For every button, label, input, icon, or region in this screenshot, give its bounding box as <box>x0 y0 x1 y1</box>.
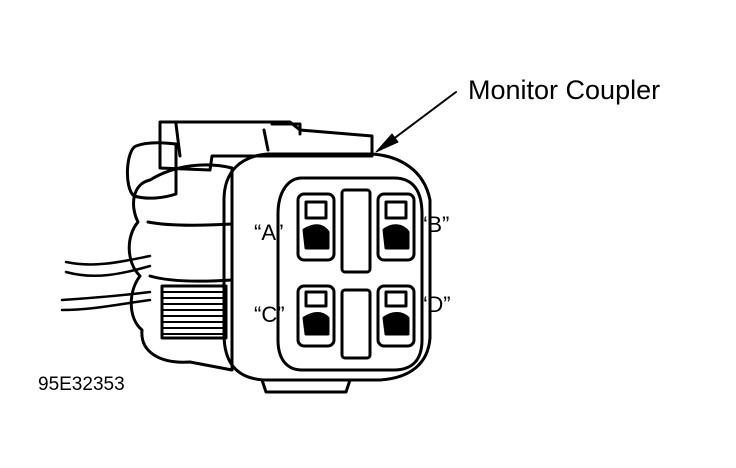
pin-label-c: “C” <box>254 302 285 327</box>
terminal-a <box>296 192 336 262</box>
pin-label-a: “A” <box>254 220 283 245</box>
callout-arrow <box>375 91 457 153</box>
pin-label-d: “D” <box>420 292 451 317</box>
connector-rear-housing <box>126 141 234 372</box>
ribbed-grip <box>160 284 228 340</box>
connector-front-shell <box>222 152 432 382</box>
terminal-b <box>376 192 416 262</box>
center-key-top <box>340 188 372 274</box>
bottom-tab <box>260 378 352 394</box>
terminal-d <box>376 284 416 348</box>
wire-bundle <box>60 254 152 312</box>
center-key-bottom <box>340 288 372 360</box>
callout-label: Monitor Coupler <box>468 75 660 105</box>
terminal-c <box>296 284 336 348</box>
connector-face <box>276 176 424 372</box>
latch <box>158 120 374 172</box>
figure-id: 95E32353 <box>38 374 125 395</box>
pin-label-b: “B” <box>420 212 449 237</box>
